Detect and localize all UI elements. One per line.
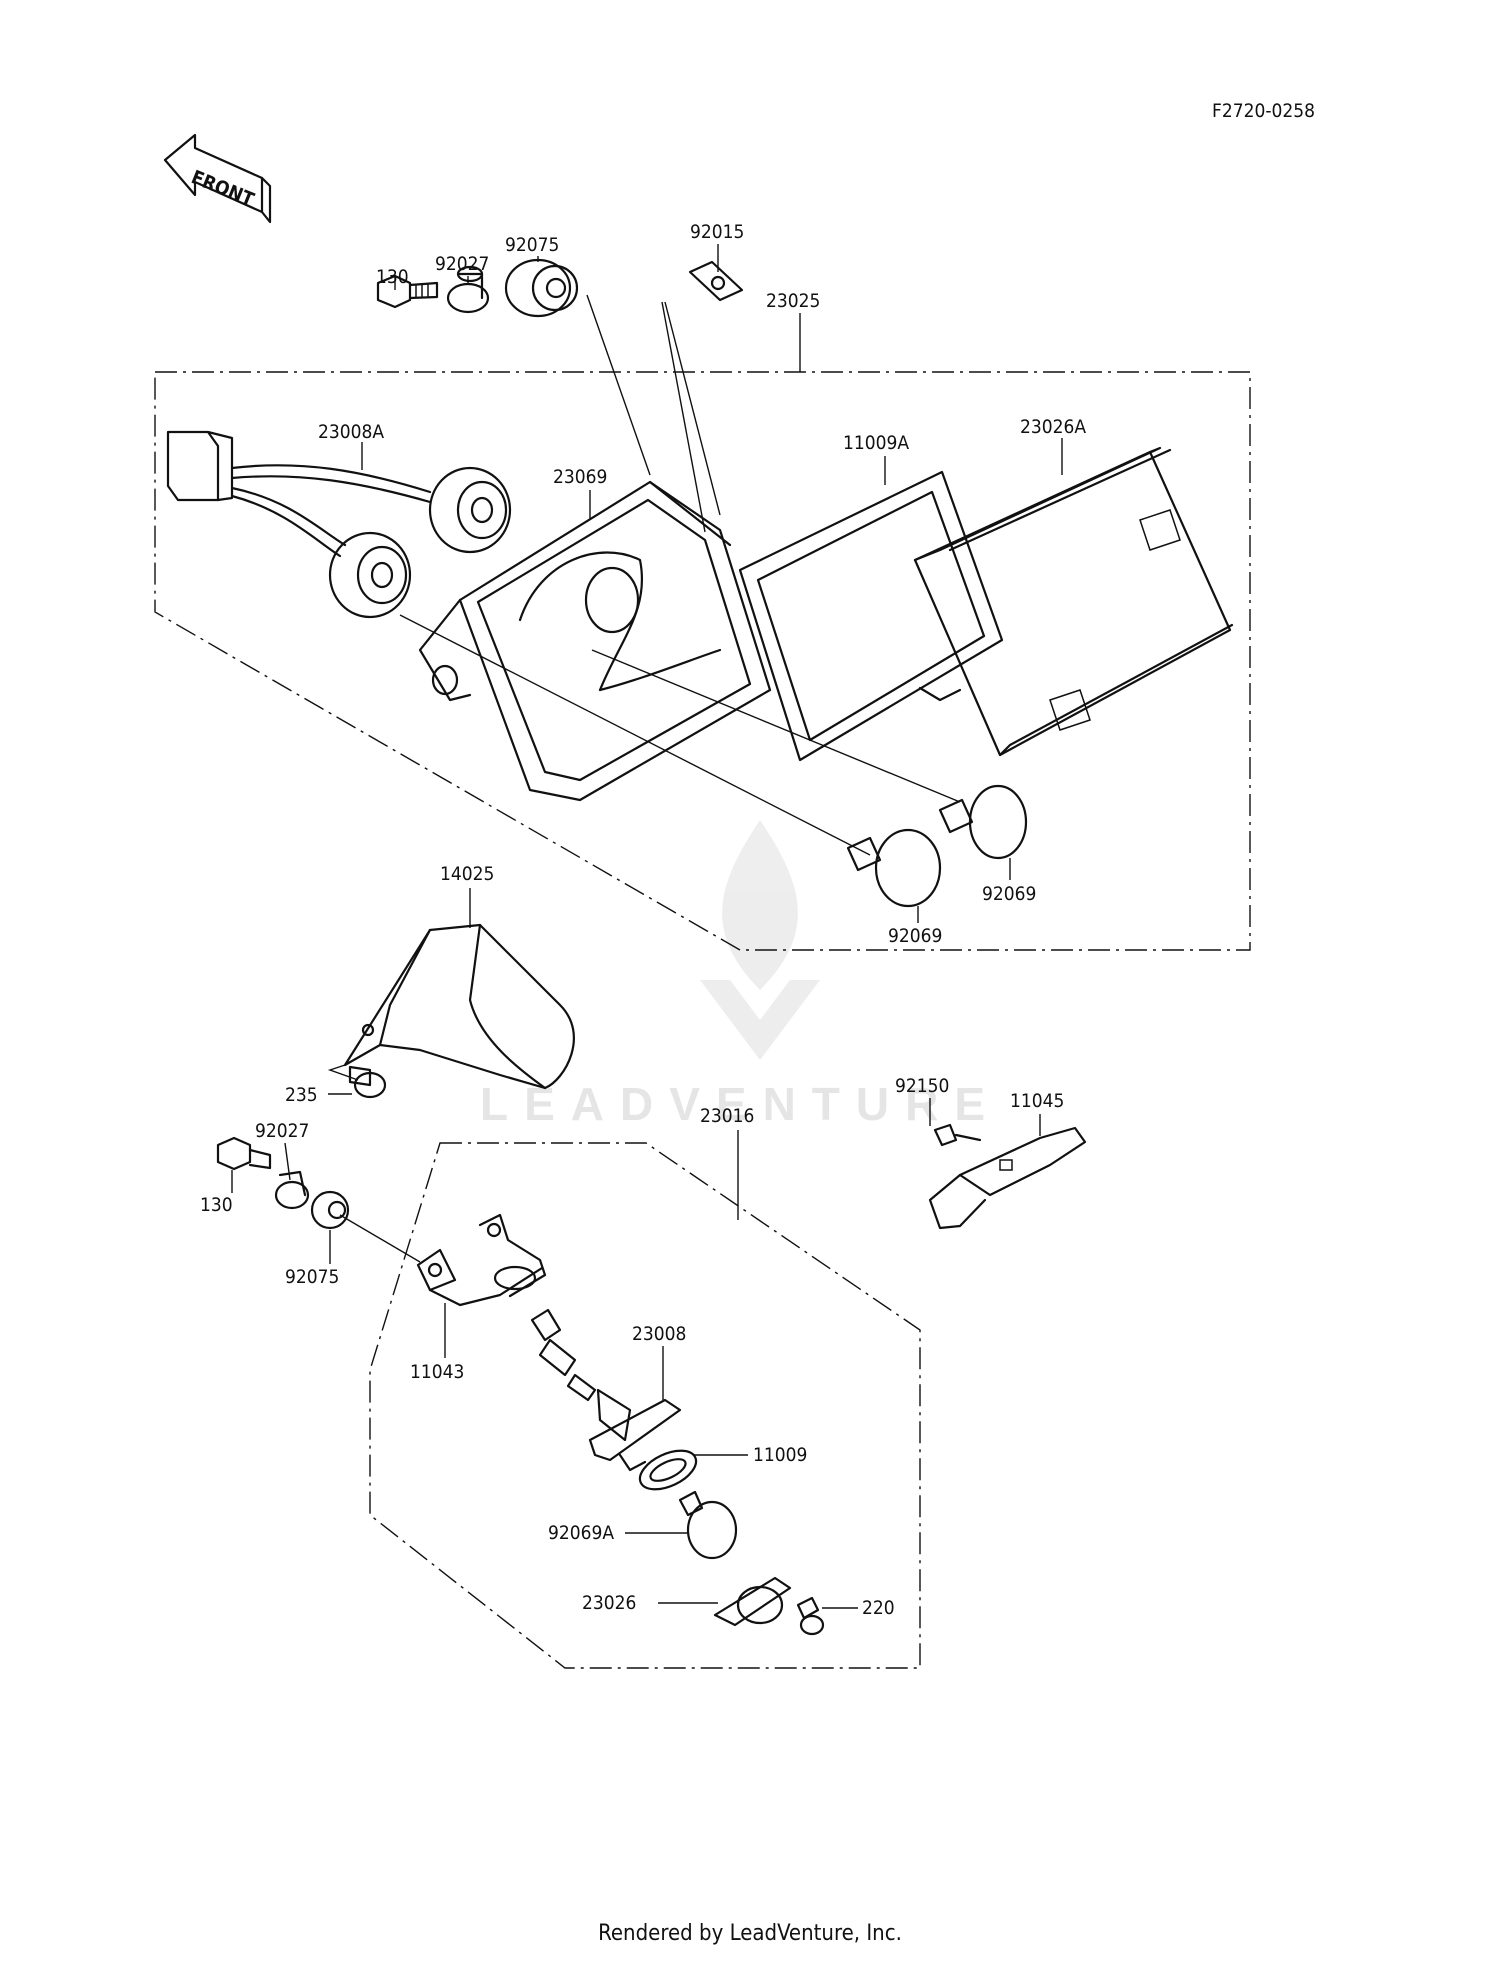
- labels-lower: 92027 130 92075 23016 11043 23008 11009 …: [200, 1105, 895, 1619]
- label-92015: 92015: [690, 221, 744, 243]
- label-23026A: 23026A: [1020, 416, 1086, 438]
- label-11043: 11043: [410, 1361, 464, 1383]
- leader-235: [327, 1064, 359, 1081]
- label-130-bottom: 130: [200, 1194, 233, 1216]
- label-235: 235: [285, 1084, 318, 1106]
- nut-92015-icon: [688, 260, 744, 302]
- label-23025: 23025: [766, 290, 820, 312]
- label-92075-bottom: 92075: [285, 1266, 339, 1288]
- label-11009: 11009: [753, 1444, 807, 1466]
- label-130-top: 130: [376, 266, 409, 288]
- label-92069-left: 92069: [888, 925, 942, 947]
- gasket-11009-icon: [638, 1449, 698, 1491]
- watermark-text: LEADVENTURE: [480, 1078, 1001, 1130]
- screw-220-icon: [796, 1596, 825, 1636]
- label-92069-right: 92069: [982, 883, 1036, 905]
- bracket-11045-icon: [928, 1123, 1087, 1230]
- label-92027-top: 92027: [435, 253, 489, 275]
- label-23026: 23026: [582, 1592, 636, 1614]
- label-23008A: 23008A: [318, 421, 384, 443]
- screw-235-icon: [348, 1065, 387, 1099]
- front-arrow-icon: FRONT: [163, 133, 272, 224]
- cover-14025-icon: [343, 923, 575, 1090]
- bulb-92069A-icon: [678, 1490, 738, 1560]
- socket-23008-icon: [530, 1308, 682, 1472]
- bulb-92069-right-icon: [938, 784, 1028, 860]
- label-92150: 92150: [895, 1075, 949, 1097]
- label-23008: 23008: [632, 1323, 686, 1345]
- grommet-92075-top-icon: [504, 258, 579, 318]
- labels-upper: 130 92027 92075 92015 23025 23008A 23069…: [318, 221, 1086, 947]
- grommet-92075-bottom-icon: [310, 1190, 350, 1230]
- tail-light-assembly-frame: [154, 371, 1251, 951]
- label-92069A: 92069A: [548, 1522, 614, 1544]
- bulb-92069-left-icon: [846, 828, 942, 908]
- collar-92027-bottom-icon: [274, 1170, 310, 1210]
- bolt-130-bottom-icon: [216, 1136, 272, 1171]
- label-11045: 11045: [1010, 1090, 1064, 1112]
- license-light-assembly-frame: [369, 1142, 921, 1669]
- label-92027-bottom: 92027: [255, 1120, 309, 1142]
- footer-credit: Rendered by LeadVenture, Inc.: [598, 1921, 902, 1946]
- label-23016: 23016: [700, 1105, 754, 1127]
- front-label: FRONT: [188, 166, 257, 211]
- gasket-11009A-icon: [738, 470, 1004, 762]
- label-220: 220: [862, 1597, 895, 1619]
- leaders-upper: [399, 294, 961, 856]
- label-23069: 23069: [553, 466, 607, 488]
- lens-23026A-icon: [913, 446, 1234, 757]
- bracket-11043-icon: [416, 1213, 547, 1307]
- lens-23026-icon: [713, 1576, 792, 1627]
- label-11009A: 11009A: [843, 432, 909, 454]
- housing-23069-icon: [418, 480, 772, 802]
- watermark: LEADVENTURE: [480, 820, 1001, 1130]
- harness-23008A-icon: [166, 430, 512, 619]
- label-14025: 14025: [440, 863, 494, 885]
- label-92075-top: 92075: [505, 234, 559, 256]
- figure-id: F2720-0258: [1212, 100, 1315, 122]
